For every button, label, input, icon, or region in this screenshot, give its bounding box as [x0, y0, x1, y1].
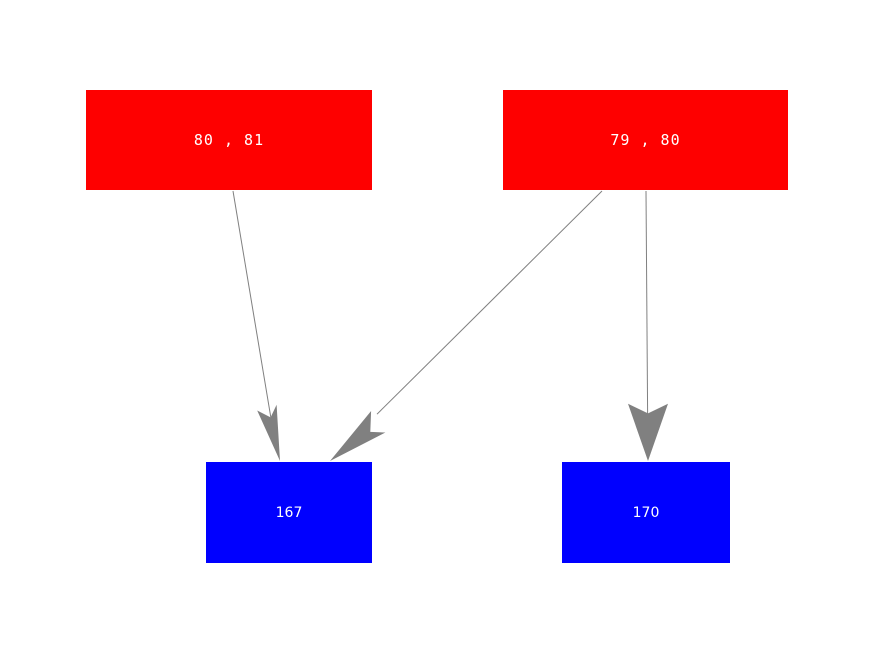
- node-label: 80 , 81: [193, 131, 265, 149]
- edge-n1-n3: [232, 190, 280, 461]
- arrowhead-icon: [330, 411, 386, 461]
- arrowhead-icon: [628, 403, 668, 461]
- node-80-81[interactable]: 80 , 81: [86, 90, 372, 190]
- edge-n2-n4: [628, 190, 668, 461]
- node-79-80[interactable]: 79 , 80: [503, 90, 788, 190]
- edge-line: [645, 190, 649, 441]
- node-label: 167: [275, 504, 303, 521]
- node-167[interactable]: 167: [206, 462, 372, 563]
- node-label: 170: [632, 504, 660, 521]
- arrowhead-icon: [257, 404, 280, 461]
- node-170[interactable]: 170: [562, 462, 730, 563]
- node-label: 79 , 80: [610, 131, 681, 149]
- edge-line: [232, 190, 276, 445]
- edge-n2-n3: [330, 190, 603, 461]
- edge-line: [376, 190, 603, 415]
